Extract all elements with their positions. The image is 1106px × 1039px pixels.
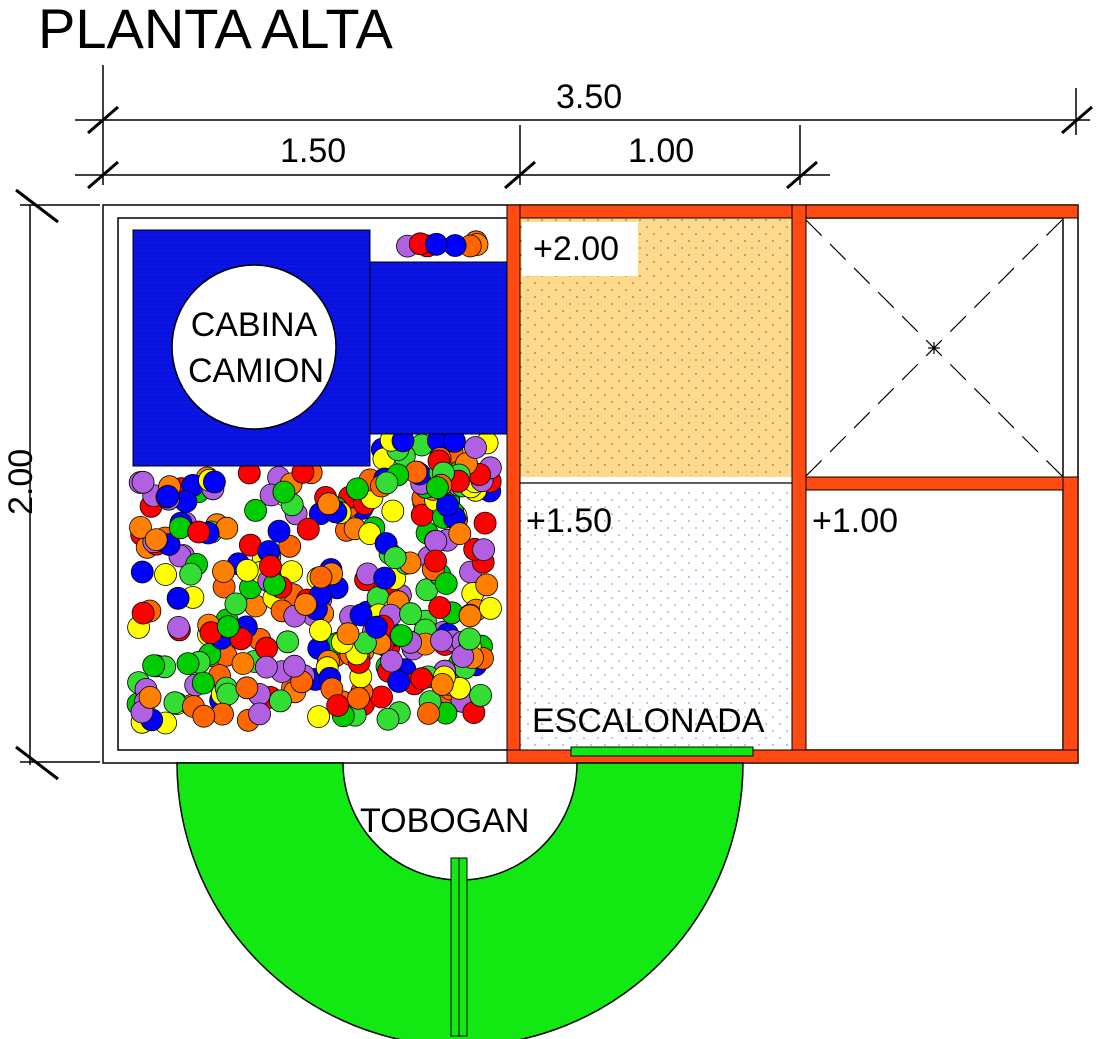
ball — [131, 470, 155, 494]
ball — [479, 597, 502, 620]
ball — [464, 436, 487, 459]
ball — [268, 689, 292, 713]
ball — [317, 492, 341, 516]
ball — [138, 686, 162, 709]
ball — [156, 484, 180, 508]
ball — [202, 470, 226, 494]
ball — [280, 560, 304, 583]
ball — [296, 517, 320, 541]
ball — [473, 511, 497, 535]
ball — [192, 704, 216, 728]
cabin-label-line1: CABINA — [191, 306, 318, 344]
ball — [166, 586, 190, 610]
ball — [349, 603, 373, 627]
ball — [144, 528, 168, 551]
ball — [129, 516, 152, 539]
ball — [475, 573, 499, 597]
ball — [425, 476, 449, 500]
ball — [424, 529, 448, 553]
ball — [417, 702, 440, 725]
dimension-lines — [20, 65, 1090, 765]
ball — [336, 622, 360, 646]
ball — [381, 499, 405, 523]
ball — [267, 519, 291, 543]
ball — [326, 694, 350, 717]
stairs-label: ESCALONADA — [532, 702, 765, 740]
level-high-label: +2.00 — [533, 230, 619, 268]
level-low-label: +1.00 — [812, 502, 898, 540]
ball — [424, 549, 447, 573]
ball — [347, 686, 370, 710]
ball — [345, 477, 369, 501]
ball — [212, 560, 235, 583]
ball — [276, 630, 300, 654]
ball — [272, 480, 296, 504]
ball — [424, 232, 448, 256]
dimension-ticks — [15, 105, 1093, 781]
dimension-overall-width: 3.50 — [556, 78, 622, 116]
plan-title: PLANTA ALTA — [38, 0, 393, 60]
level-mid-label: +1.50 — [526, 502, 612, 540]
ball — [254, 655, 278, 679]
ball — [235, 559, 259, 582]
ball — [365, 615, 388, 639]
ball — [167, 616, 190, 639]
ball — [131, 601, 155, 625]
ball — [187, 520, 211, 544]
ball — [376, 707, 400, 731]
ball — [231, 652, 255, 675]
ball — [370, 685, 393, 709]
ball — [130, 560, 154, 584]
platform-mid — [520, 490, 792, 750]
cabin-window — [171, 264, 337, 430]
ball — [224, 592, 248, 616]
ball — [248, 702, 272, 726]
cabin-label-line2: CAMION — [188, 352, 324, 390]
ball — [428, 596, 452, 619]
dimension-middle-width: 1.00 — [628, 132, 694, 170]
ball — [244, 498, 268, 522]
ball — [235, 676, 259, 700]
ball — [387, 670, 411, 693]
ball-pit — [126, 230, 502, 735]
ball — [179, 562, 203, 586]
ball — [434, 572, 458, 595]
cabin-extension — [369, 261, 521, 435]
ball — [191, 671, 215, 695]
ball — [309, 565, 333, 589]
dimension-depth: 2.00 — [2, 449, 40, 515]
ball — [389, 624, 413, 647]
void-center-mark — [928, 342, 940, 354]
ball — [430, 629, 453, 652]
ball — [142, 654, 166, 677]
ball — [383, 546, 407, 570]
ball — [430, 673, 454, 696]
ball — [282, 654, 306, 678]
ball — [410, 667, 434, 691]
walls — [506, 204, 1079, 764]
slide-label: TOBOGAN — [360, 802, 529, 840]
ball — [258, 554, 282, 578]
ball — [458, 627, 482, 651]
ball — [216, 615, 240, 638]
ball — [307, 705, 331, 728]
ball — [380, 649, 403, 673]
ball — [309, 619, 332, 642]
level-high-label-bg — [522, 222, 638, 276]
ball — [373, 566, 397, 590]
dimension-left-width: 1.50 — [280, 132, 346, 170]
ball — [399, 602, 423, 626]
ball — [448, 522, 472, 545]
ball — [216, 682, 240, 706]
ball — [154, 563, 177, 586]
ball — [458, 604, 482, 628]
ball — [375, 471, 399, 495]
slide-entry — [570, 746, 754, 757]
ball — [176, 652, 200, 675]
ball — [294, 593, 318, 616]
ball — [163, 691, 187, 715]
ball — [472, 538, 496, 561]
ball — [469, 684, 493, 707]
